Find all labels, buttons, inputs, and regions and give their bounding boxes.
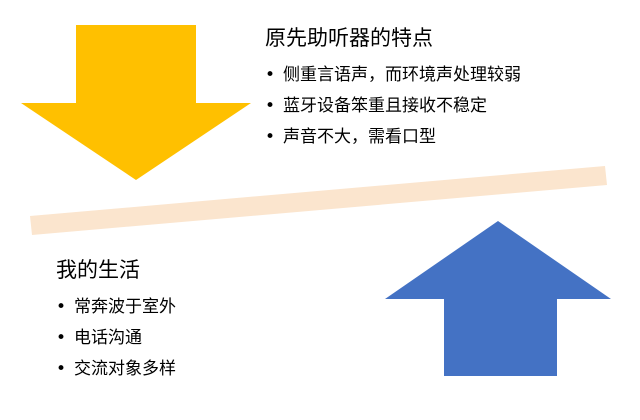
list-item-text: 电话沟通: [74, 328, 142, 348]
list-item-text: 声音不大，需看口型: [283, 127, 436, 147]
my-life-block: 我的生活 • 常奔波于室外 • 电话沟通 • 交流对象多样: [56, 256, 176, 385]
list-item: • 交流对象多样: [56, 354, 176, 385]
bullet-dot: •: [265, 96, 276, 116]
down-arrow-shape: [21, 25, 251, 180]
divider-bar: [30, 166, 607, 235]
original-hearing-aid-block: 原先助听器的特点 • 侧重言语声，而环境声处理较弱 • 蓝牙设备笨重且接收不稳定 •…: [265, 24, 521, 153]
list-item-text: 蓝牙设备笨重且接收不稳定: [283, 96, 487, 116]
bullet-dot: •: [56, 297, 67, 317]
my-life-heading: 我的生活: [56, 258, 140, 282]
original-hearing-aid-list: • 侧重言语声，而环境声处理较弱 • 蓝牙设备笨重且接收不稳定 • 声音不大，需看口型: [265, 60, 521, 153]
list-item: • 电话沟通: [56, 323, 176, 354]
my-life-list: • 常奔波于室外 • 电话沟通 • 交流对象多样: [56, 292, 176, 385]
up-arrow-shape: [385, 221, 611, 376]
bullet-dot: •: [265, 127, 276, 147]
bullet-dot: •: [56, 328, 67, 348]
list-item-text: 常奔波于室外: [74, 297, 176, 317]
list-item-text: 交流对象多样: [74, 359, 176, 379]
bullet-dot: •: [265, 65, 276, 85]
list-item: • 蓝牙设备笨重且接收不稳定: [265, 91, 521, 122]
list-item: • 侧重言语声，而环境声处理较弱: [265, 60, 521, 91]
bullet-dot: •: [56, 359, 67, 379]
list-item-text: 侧重言语声，而环境声处理较弱: [283, 65, 521, 85]
list-item: • 常奔波于室外: [56, 292, 176, 323]
original-hearing-aid-heading: 原先助听器的特点: [265, 26, 433, 50]
list-item: • 声音不大，需看口型: [265, 122, 521, 153]
